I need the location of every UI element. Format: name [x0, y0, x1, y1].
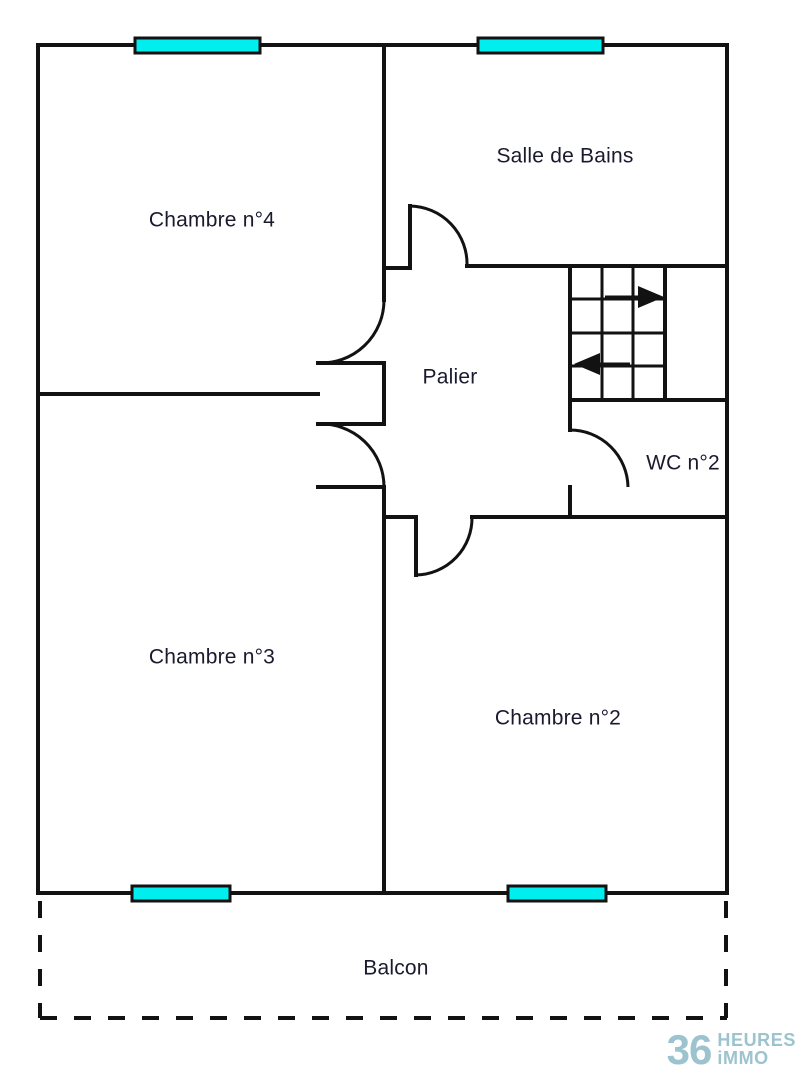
room-label-salle-de-bains: Salle de Bains [496, 145, 633, 168]
window-chambre3 [130, 884, 232, 903]
door-arc-chambre4 [317, 299, 386, 365]
exterior-walls [36, 43, 729, 895]
windows [130, 36, 608, 903]
palier-edge-door3-bottom [316, 485, 386, 519]
door-arc-chambre2 [415, 516, 474, 577]
brand-logo-word-heures: HEURES [717, 1030, 796, 1051]
brand-logo-word-immo: iMMO [717, 1048, 769, 1069]
brand-logo-wordmark: HEURES iMMO [717, 1031, 796, 1069]
palier-edge-s-left [382, 515, 418, 577]
door-swings [317, 204, 630, 577]
stair-arrow-up-right-icon [605, 286, 664, 308]
stair-arrow-down-left-icon [574, 353, 630, 375]
balcony-outline [38, 901, 728, 1020]
window-chambre4 [133, 36, 262, 55]
door-arc-wc2 [569, 428, 630, 488]
room-label-palier: Palier [423, 366, 478, 389]
brand-logo: 36 HEURES iMMO [666, 1026, 796, 1074]
door-arc-salle-de-bains [409, 204, 469, 267]
palier-edge-w-door4-bottom [316, 361, 386, 396]
room-label-chambre3: Chambre n°3 [149, 646, 275, 669]
interior-walls [36, 43, 729, 895]
staircase [568, 264, 667, 402]
brand-logo-number: 36 [666, 1026, 713, 1074]
door-arc-chambre3 [317, 422, 386, 488]
room-label-wc2: WC n°2 [646, 452, 720, 475]
room-label-chambre4: Chambre n°4 [149, 209, 275, 232]
room-labels: Chambre n°4 Salle de Bains Palier WC n°2… [149, 145, 720, 980]
palier-edge-nw [382, 204, 412, 270]
room-label-balcon: Balcon [363, 957, 428, 980]
palier-outline [316, 204, 572, 577]
room-label-chambre2: Chambre n°2 [495, 707, 621, 730]
window-salle-de-bains [476, 36, 605, 55]
window-chambre2 [506, 884, 608, 903]
